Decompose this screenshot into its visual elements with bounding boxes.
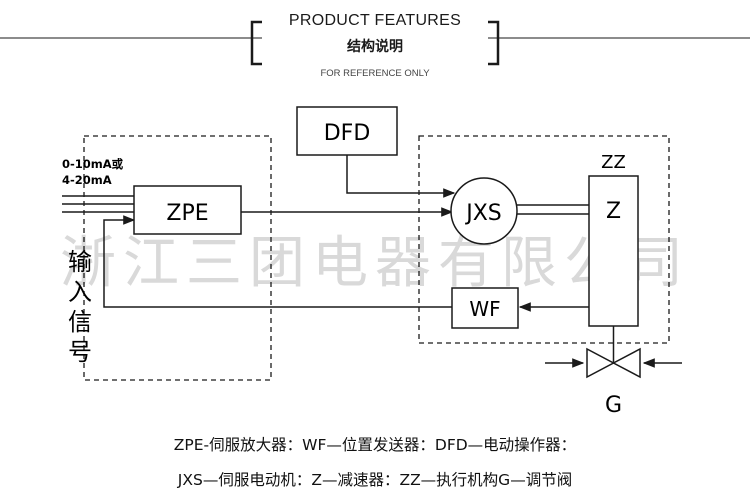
input-vertical-label: 输入信号 [68,248,92,366]
header-title: PRODUCT FEATURES [288,12,462,29]
header-frame [0,20,750,66]
z-box [588,175,639,327]
zpe-box [133,185,242,235]
actuator-group-frame [418,135,670,344]
jxs-label: JXS [464,201,502,226]
watermark: 浙江三团电器有限公司 [60,231,690,296]
wf-label: WF [469,297,500,321]
zz-label: ZZ [601,152,626,173]
valve-g-symbol [545,347,682,379]
wf-box [451,287,519,329]
g-label: G [605,393,622,418]
input-signal-line-1: 0-10mA或 [62,157,124,171]
legend-line-2: JXS—伺服电动机：Z—减速器：ZZ—执行机构G—调节阀 [177,471,573,489]
jxs-circle [450,177,518,245]
header-subtitle: 结构说明 [347,39,403,55]
input-signal-line-2: 4-20mA [62,173,112,187]
header-note: FOR REFERENCE ONLY [320,68,430,79]
z-label: Z [606,199,621,224]
dfd-label: DFD [324,121,371,146]
zpe-label: ZPE [166,201,208,226]
legend-line-1: ZPE-伺服放大器：WF—位置发送器：DFD—电动操作器： [173,436,577,454]
controller-group-frame [83,135,272,381]
control-diagram: 浙江三团电器有限公司 0-10mA或 4-20mA ZPE DFD JXS Z … [60,106,690,418]
